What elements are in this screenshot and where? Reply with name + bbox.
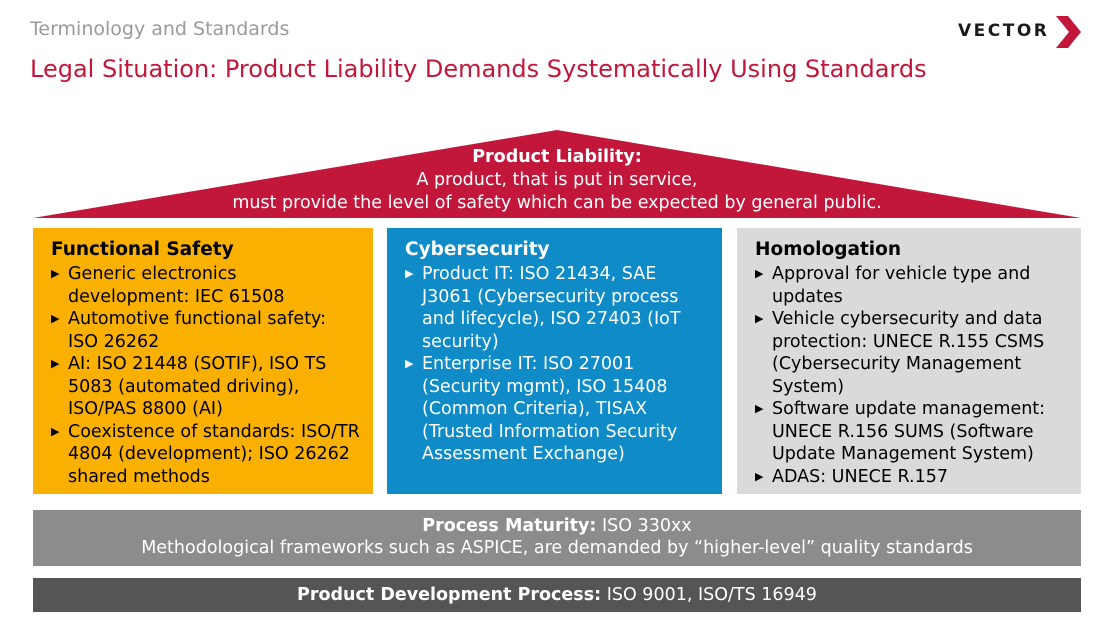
- pillar-list: ▶Product IT: ISO 21434, SAE J3061 (Cyber…: [405, 263, 710, 466]
- product-development-value: ISO 9001, ISO/TS 16949: [601, 585, 817, 605]
- triangle-bullet-icon: ▶: [405, 357, 414, 370]
- process-maturity-description: Methodological frameworks such as ASPICE…: [141, 538, 973, 558]
- process-maturity-band: Process Maturity: ISO 330xx Methodologic…: [33, 510, 1081, 566]
- pillar-list: ▶Approval for vehicle type and updates ▶…: [755, 263, 1069, 488]
- list-item: ▶ADAS: UNECE R.157: [755, 466, 948, 487]
- section-title: Terminology and Standards: [30, 18, 290, 40]
- roof-text: Product Liability: A product, that is pu…: [33, 146, 1081, 215]
- list-item: ▶Generic electronics development: IEC 61…: [51, 264, 285, 307]
- triangle-bullet-icon: ▶: [755, 469, 764, 483]
- roof-line-2: must provide the level of safety which c…: [232, 193, 882, 213]
- list-item: ▶Approval for vehicle type and updates: [755, 264, 1031, 307]
- chevron-right-icon: [1056, 16, 1081, 48]
- triangle-bullet-icon: ▶: [51, 357, 60, 370]
- list-item: ▶Vehicle cybersecurity and data protecti…: [755, 309, 1045, 397]
- pillar-title: Cybersecurity: [405, 239, 550, 260]
- product-development-label: Product Development Process:: [297, 585, 602, 605]
- list-item: ▶Software update management: UNECE R.156…: [755, 399, 1046, 464]
- product-development-band: Product Development Process: ISO 9001, I…: [33, 578, 1081, 612]
- pillar-title: Functional Safety: [51, 239, 234, 260]
- list-item: ▶Enterprise IT: ISO 27001 (Security mgmt…: [405, 354, 678, 464]
- list-item: ▶Coexistence of standards: ISO/TR 4804 (…: [51, 421, 360, 487]
- roof-shape: [33, 130, 1081, 218]
- triangle-bullet-icon: ▶: [755, 267, 764, 280]
- list-item: ▶AI: ISO 21448 (SOTIF), ISO TS 5083 (aut…: [51, 354, 327, 419]
- process-maturity-value: ISO 330xx: [596, 516, 692, 536]
- pillar-functional-safety: Functional Safety ▶Generic electronics d…: [33, 228, 373, 494]
- pillar-homologation: Homologation ▶Approval for vehicle type …: [737, 228, 1081, 494]
- roof-line-1: A product, that is put in service,: [416, 170, 698, 190]
- logo-text: VECTOR: [958, 21, 1050, 41]
- triangle-bullet-icon: ▶: [51, 267, 60, 280]
- vector-logo: VECTOR: [958, 16, 1083, 48]
- process-maturity-heading: Process Maturity: ISO 330xx: [33, 515, 1081, 537]
- roof-title: Product Liability:: [472, 147, 642, 167]
- list-item: ▶Automotive functional safety: ISO 26262: [51, 309, 327, 352]
- page-title: Legal Situation: Product Liability Deman…: [30, 55, 927, 83]
- pillar-title: Homologation: [755, 239, 902, 260]
- triangle-bullet-icon: ▶: [755, 312, 764, 325]
- triangle-bullet-icon: ▶: [405, 267, 414, 280]
- list-item: ▶Product IT: ISO 21434, SAE J3061 (Cyber…: [405, 264, 681, 352]
- process-maturity-label: Process Maturity:: [422, 516, 597, 536]
- pillar-list: ▶Generic electronics development: IEC 61…: [51, 263, 361, 488]
- triangle-bullet-icon: ▶: [51, 424, 60, 438]
- triangle-bullet-icon: ▶: [755, 402, 764, 415]
- pillar-cybersecurity: Cybersecurity ▶Product IT: ISO 21434, SA…: [387, 228, 722, 494]
- triangle-bullet-icon: ▶: [51, 312, 60, 325]
